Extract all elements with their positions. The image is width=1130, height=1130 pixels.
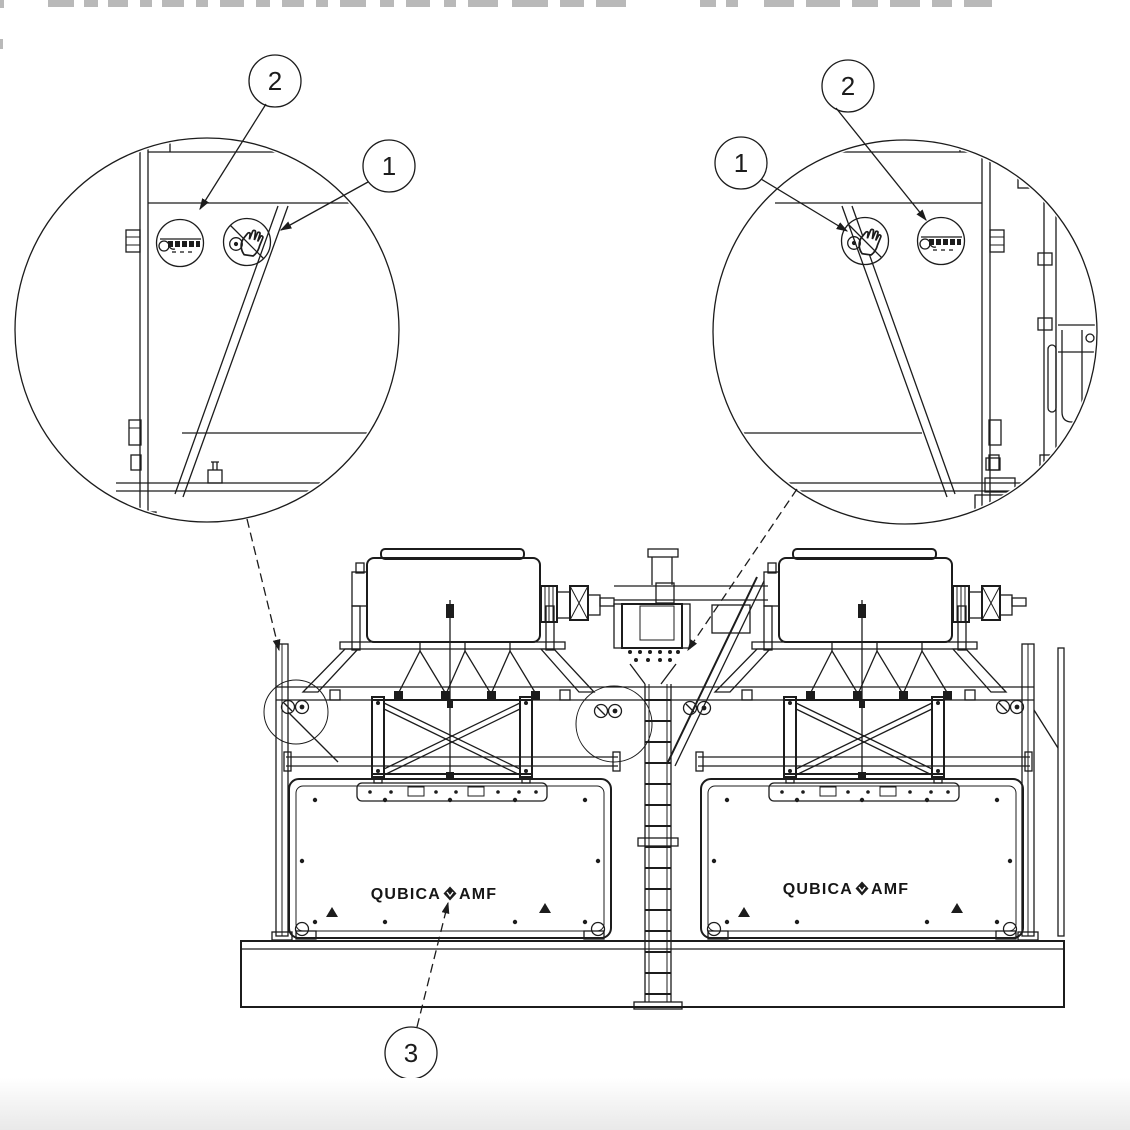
callout-1-left: 1 [382, 151, 396, 181]
logo-text-amf: AMF [459, 886, 497, 903]
qubicaamf-diamond-icon [442, 885, 458, 902]
machine-base [240, 940, 1065, 1008]
left-circle-leader-line [246, 518, 281, 652]
page-bottom-fade [0, 1078, 1130, 1130]
no-hands-prohibition-icon [222, 217, 272, 267]
logo-text-amf: AMF [871, 881, 909, 898]
callout-1-right: 1 [734, 148, 748, 178]
clipped-header-text-fragments [0, 0, 992, 49]
central-column [613, 548, 691, 1010]
callout-2-right: 2 [841, 71, 855, 101]
callout-2-left: 2 [268, 66, 282, 96]
left-machine-unit [283, 548, 621, 940]
tiny-safety-labels [280, 699, 310, 715]
tiny-safety-labels [995, 699, 1025, 715]
right-detail-circle [712, 139, 1098, 525]
qubicaamf-diamond-icon [854, 880, 870, 897]
callouts: 2 1 1 2 3 [199, 54, 927, 1080]
right-machine-unit [695, 548, 1033, 940]
right-magnifier-circle [712, 139, 1098, 525]
chain-track-pinch-hazard-icon [916, 216, 966, 266]
qubicaamf-logo: QUBICA AMF [371, 885, 497, 903]
center-label-location-circle [575, 685, 653, 763]
left-label-location-circle [263, 679, 329, 745]
left-detail-circle [14, 137, 400, 523]
chain-track-pinch-hazard-icon [155, 218, 205, 268]
qubicaamf-logo: QUBICA AMF [783, 880, 909, 898]
callout-3-logo: 3 [404, 1038, 418, 1068]
left-magnifier-circle [14, 137, 400, 523]
no-hands-prohibition-icon [840, 216, 890, 266]
logo-text-qubica: QUBICA [371, 886, 441, 903]
logo-text-qubica: QUBICA [783, 881, 853, 898]
tiny-safety-labels [593, 703, 623, 719]
pinspotter-machine: QUBICA AMF QUBICA AMF [240, 548, 1065, 1010]
right-circle-leader-line [687, 488, 798, 652]
